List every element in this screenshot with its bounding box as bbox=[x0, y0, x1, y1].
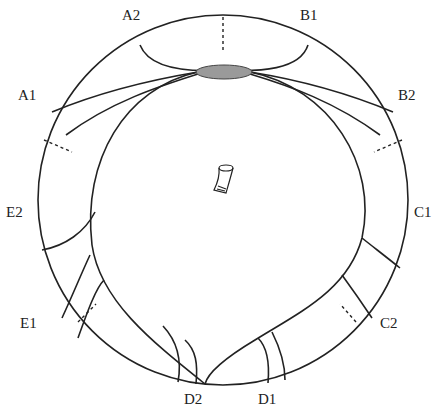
inner-outline-right bbox=[205, 72, 365, 384]
curve-d1b bbox=[272, 332, 285, 380]
sector-label: D2 bbox=[184, 392, 202, 407]
curve-a1 bbox=[52, 72, 198, 112]
curve-b2b bbox=[250, 74, 380, 135]
sector-label: C2 bbox=[380, 316, 398, 331]
inner-outline-left bbox=[91, 72, 205, 384]
curve-d1 bbox=[258, 338, 269, 383]
central-stalk bbox=[214, 165, 233, 193]
sector-label: C1 bbox=[414, 205, 432, 220]
dashed-divider bbox=[44, 140, 72, 152]
dashed-divider bbox=[222, 17, 223, 52]
curve-d2 bbox=[163, 326, 179, 382]
sector-label: E2 bbox=[6, 205, 23, 220]
curve-a1b bbox=[66, 74, 198, 135]
hilum-spot bbox=[196, 65, 252, 79]
curve-b2 bbox=[250, 72, 393, 112]
curve-e1 bbox=[62, 255, 90, 318]
curve-c1 bbox=[362, 238, 400, 268]
curve-e1b bbox=[78, 280, 104, 338]
curve-d2b bbox=[185, 340, 197, 384]
sector-label: E1 bbox=[20, 316, 37, 331]
curve-e2 bbox=[42, 212, 95, 250]
sector-label: A1 bbox=[18, 88, 36, 103]
dashed-divider bbox=[78, 304, 96, 322]
dashed-divider bbox=[374, 140, 402, 152]
sector-label: D1 bbox=[258, 392, 276, 407]
sector-label: B2 bbox=[398, 88, 416, 103]
dashed-divider bbox=[340, 304, 356, 322]
sector-label: B1 bbox=[300, 8, 318, 23]
sector-label: A2 bbox=[122, 8, 140, 23]
outer-circle bbox=[38, 15, 408, 385]
